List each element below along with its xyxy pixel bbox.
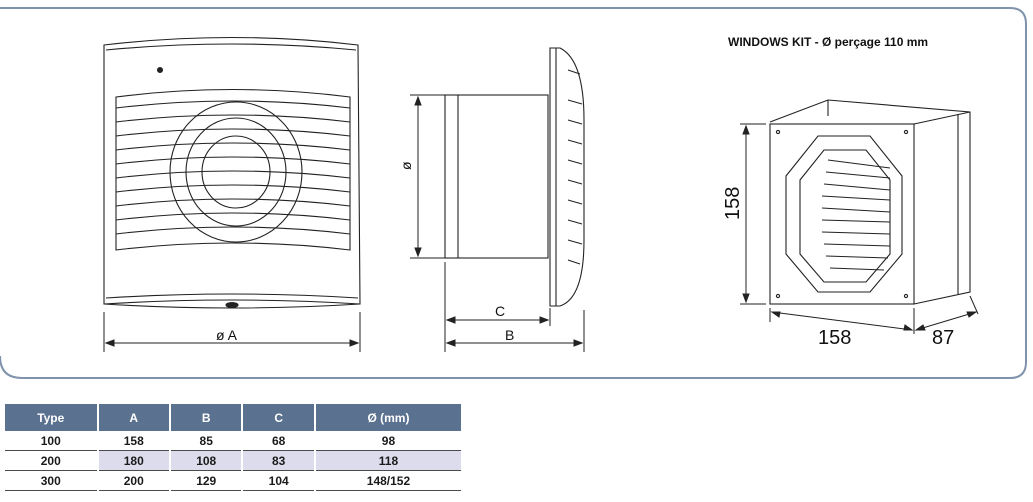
dim-line-diameter <box>410 94 445 259</box>
header-b: B <box>169 404 244 431</box>
technical-drawing <box>0 7 1027 379</box>
frame-border <box>0 7 1027 379</box>
dim-line-c <box>444 262 551 352</box>
cell-type: 200 <box>5 450 98 471</box>
label-kit-depth: 87 <box>932 327 955 349</box>
header-c: C <box>242 404 316 431</box>
cell-c: 83 <box>241 450 315 471</box>
cell-b: 129 <box>168 470 243 491</box>
dim-line-kit-width <box>769 308 915 334</box>
cell-a: 158 <box>96 431 170 451</box>
cell-b: 85 <box>168 431 243 451</box>
label-diameter-o: ø <box>398 161 414 170</box>
header-a: A <box>97 404 171 431</box>
spec-table-header-row: Type A B C Ø (mm) <box>5 404 461 431</box>
cell-b: 108 <box>168 450 243 471</box>
table-row: 200 180 108 83 118 <box>5 450 461 471</box>
fan-front-view <box>103 36 361 309</box>
label-depth-b: B <box>505 327 515 343</box>
header-type: Type <box>5 404 99 431</box>
label-depth-c: C <box>495 303 506 319</box>
dim-line-b <box>445 310 585 352</box>
table-row: 300 200 129 104 148/152 <box>5 470 461 491</box>
cell-diameter: 118 <box>313 450 461 471</box>
cell-a: 200 <box>96 470 170 491</box>
dim-line-kit-depth <box>914 295 979 331</box>
cell-diameter: 148/152 <box>313 470 461 491</box>
dim-line-kit-height <box>740 123 766 305</box>
cell-a: 180 <box>96 450 170 471</box>
cell-type: 300 <box>5 470 98 491</box>
cell-c: 104 <box>241 470 315 491</box>
spec-table: Type A B C Ø (mm) 100 158 85 68 98 200 1… <box>5 404 461 491</box>
windows-kit-drawing <box>769 99 971 305</box>
fan-side-view <box>444 47 585 307</box>
dim-line-a <box>103 312 361 352</box>
table-row: 100 158 85 68 98 <box>5 431 461 451</box>
cell-diameter: 98 <box>313 431 461 451</box>
header-diameter: Ø (mm) <box>314 404 461 431</box>
windows-kit-title: WINDOWS KIT - Ø perçage 110 mm <box>728 35 929 49</box>
label-kit-width: 158 <box>818 327 852 349</box>
cell-c: 68 <box>241 431 315 451</box>
cell-type: 100 <box>5 431 98 451</box>
label-kit-height: 158 <box>722 186 744 220</box>
label-diameter-a: ø A <box>216 327 238 343</box>
